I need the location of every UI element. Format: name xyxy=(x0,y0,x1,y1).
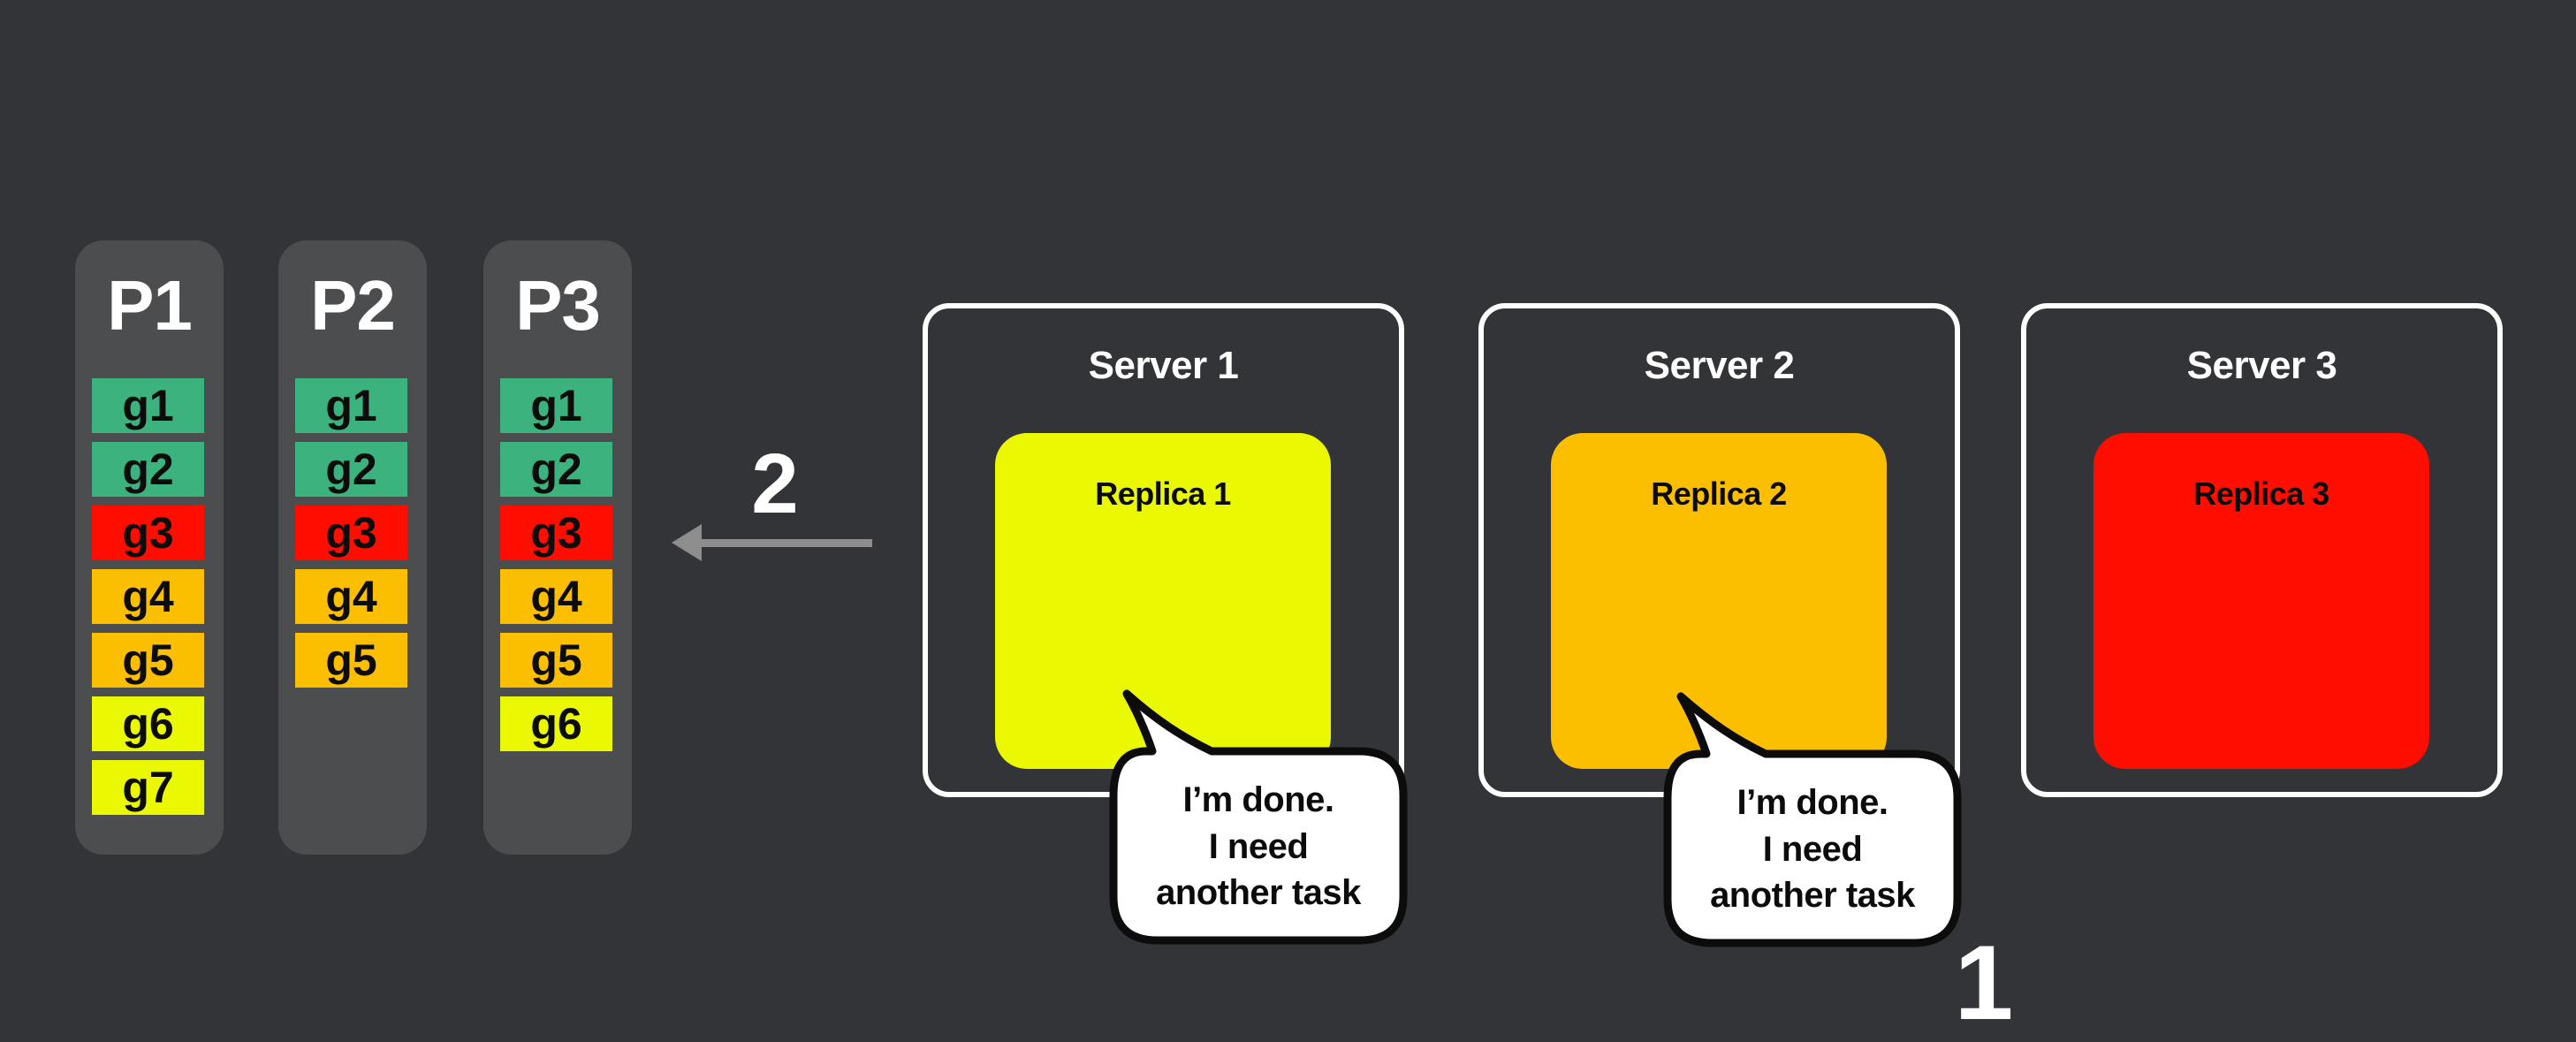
server-title: Server 3 xyxy=(2186,344,2337,387)
task-chip-g7: g7 xyxy=(92,760,204,815)
replica-box-1: Replica 1 xyxy=(995,433,1331,769)
step-2-label: 2 xyxy=(751,437,799,531)
speech-bubble-shape xyxy=(1663,692,1962,947)
server-box-2: Server 2 Replica 2 xyxy=(1478,303,1960,797)
task-chip-g3: g3 xyxy=(92,506,204,560)
replica-label: Replica 2 xyxy=(1651,475,1787,512)
server-title: Server 1 xyxy=(1088,344,1239,387)
task-chip-g4: g4 xyxy=(500,569,612,624)
server-box-3: Server 3 Replica 3 xyxy=(2021,303,2503,797)
speech-bubble-shape xyxy=(1109,689,1408,945)
partition-column-p3: P3 g1 g2 g3 g4 g5 g6 xyxy=(483,240,632,855)
replica-box-2: Replica 2 xyxy=(1551,433,1887,769)
task-chip-g2: g2 xyxy=(92,442,204,497)
partition-title: P2 xyxy=(310,266,396,345)
partition-column-p1: P1 g1 g2 g3 g4 g5 g6 g7 xyxy=(75,240,224,855)
task-chip-g5: g5 xyxy=(500,633,612,688)
task-chip-g1: g1 xyxy=(92,378,204,433)
speech-bubble-text: I’m done. I need another task xyxy=(1112,753,1405,940)
speech-bubble-line: I’m done. xyxy=(1736,783,1888,823)
speech-bubble-line: another task xyxy=(1710,876,1915,916)
task-chip-g2: g2 xyxy=(295,442,407,497)
task-chip-g4: g4 xyxy=(92,569,204,624)
partition-title: P3 xyxy=(515,266,601,345)
task-chip-g3: g3 xyxy=(295,506,407,560)
task-chip-g1: g1 xyxy=(500,378,612,433)
partition-title: P1 xyxy=(107,266,193,345)
task-chip-g2: g2 xyxy=(500,442,612,497)
arrow-left-icon xyxy=(672,524,872,561)
replica-label: Replica 3 xyxy=(2193,475,2329,512)
task-chip-g3: g3 xyxy=(500,506,612,560)
task-chip-g5: g5 xyxy=(92,633,204,688)
step-1-label: 1 xyxy=(1954,924,2014,1042)
speech-bubble-line: I need xyxy=(1762,829,1863,869)
task-chip-g6: g6 xyxy=(92,696,204,751)
replica-label: Replica 1 xyxy=(1095,475,1231,512)
speech-bubble-line: I’m done. xyxy=(1182,780,1334,820)
speech-bubble-1: I’m done. I need another task xyxy=(1106,688,1410,949)
task-chip-g5: g5 xyxy=(295,633,407,688)
task-chip-g6: g6 xyxy=(500,696,612,751)
speech-bubble-line: another task xyxy=(1156,873,1361,913)
partition-column-p2: P2 g1 g2 g3 g4 g5 xyxy=(278,240,427,855)
task-chip-g1: g1 xyxy=(295,378,407,433)
speech-bubble-2: I’m done. I need another task xyxy=(1660,690,1964,952)
server-title: Server 2 xyxy=(1644,344,1795,387)
replica-box-3: Replica 3 xyxy=(2093,433,2429,769)
diagram-stage: P1 g1 g2 g3 g4 g5 g6 g7 P2 g1 g2 g3 g4 g5 P3 g1 g2 g3 g4 g5… xyxy=(75,240,2503,1036)
speech-bubble-line: I need xyxy=(1208,826,1309,866)
speech-bubble-text: I’m done. I need another task xyxy=(1666,756,1959,943)
task-chip-g4: g4 xyxy=(295,569,407,624)
